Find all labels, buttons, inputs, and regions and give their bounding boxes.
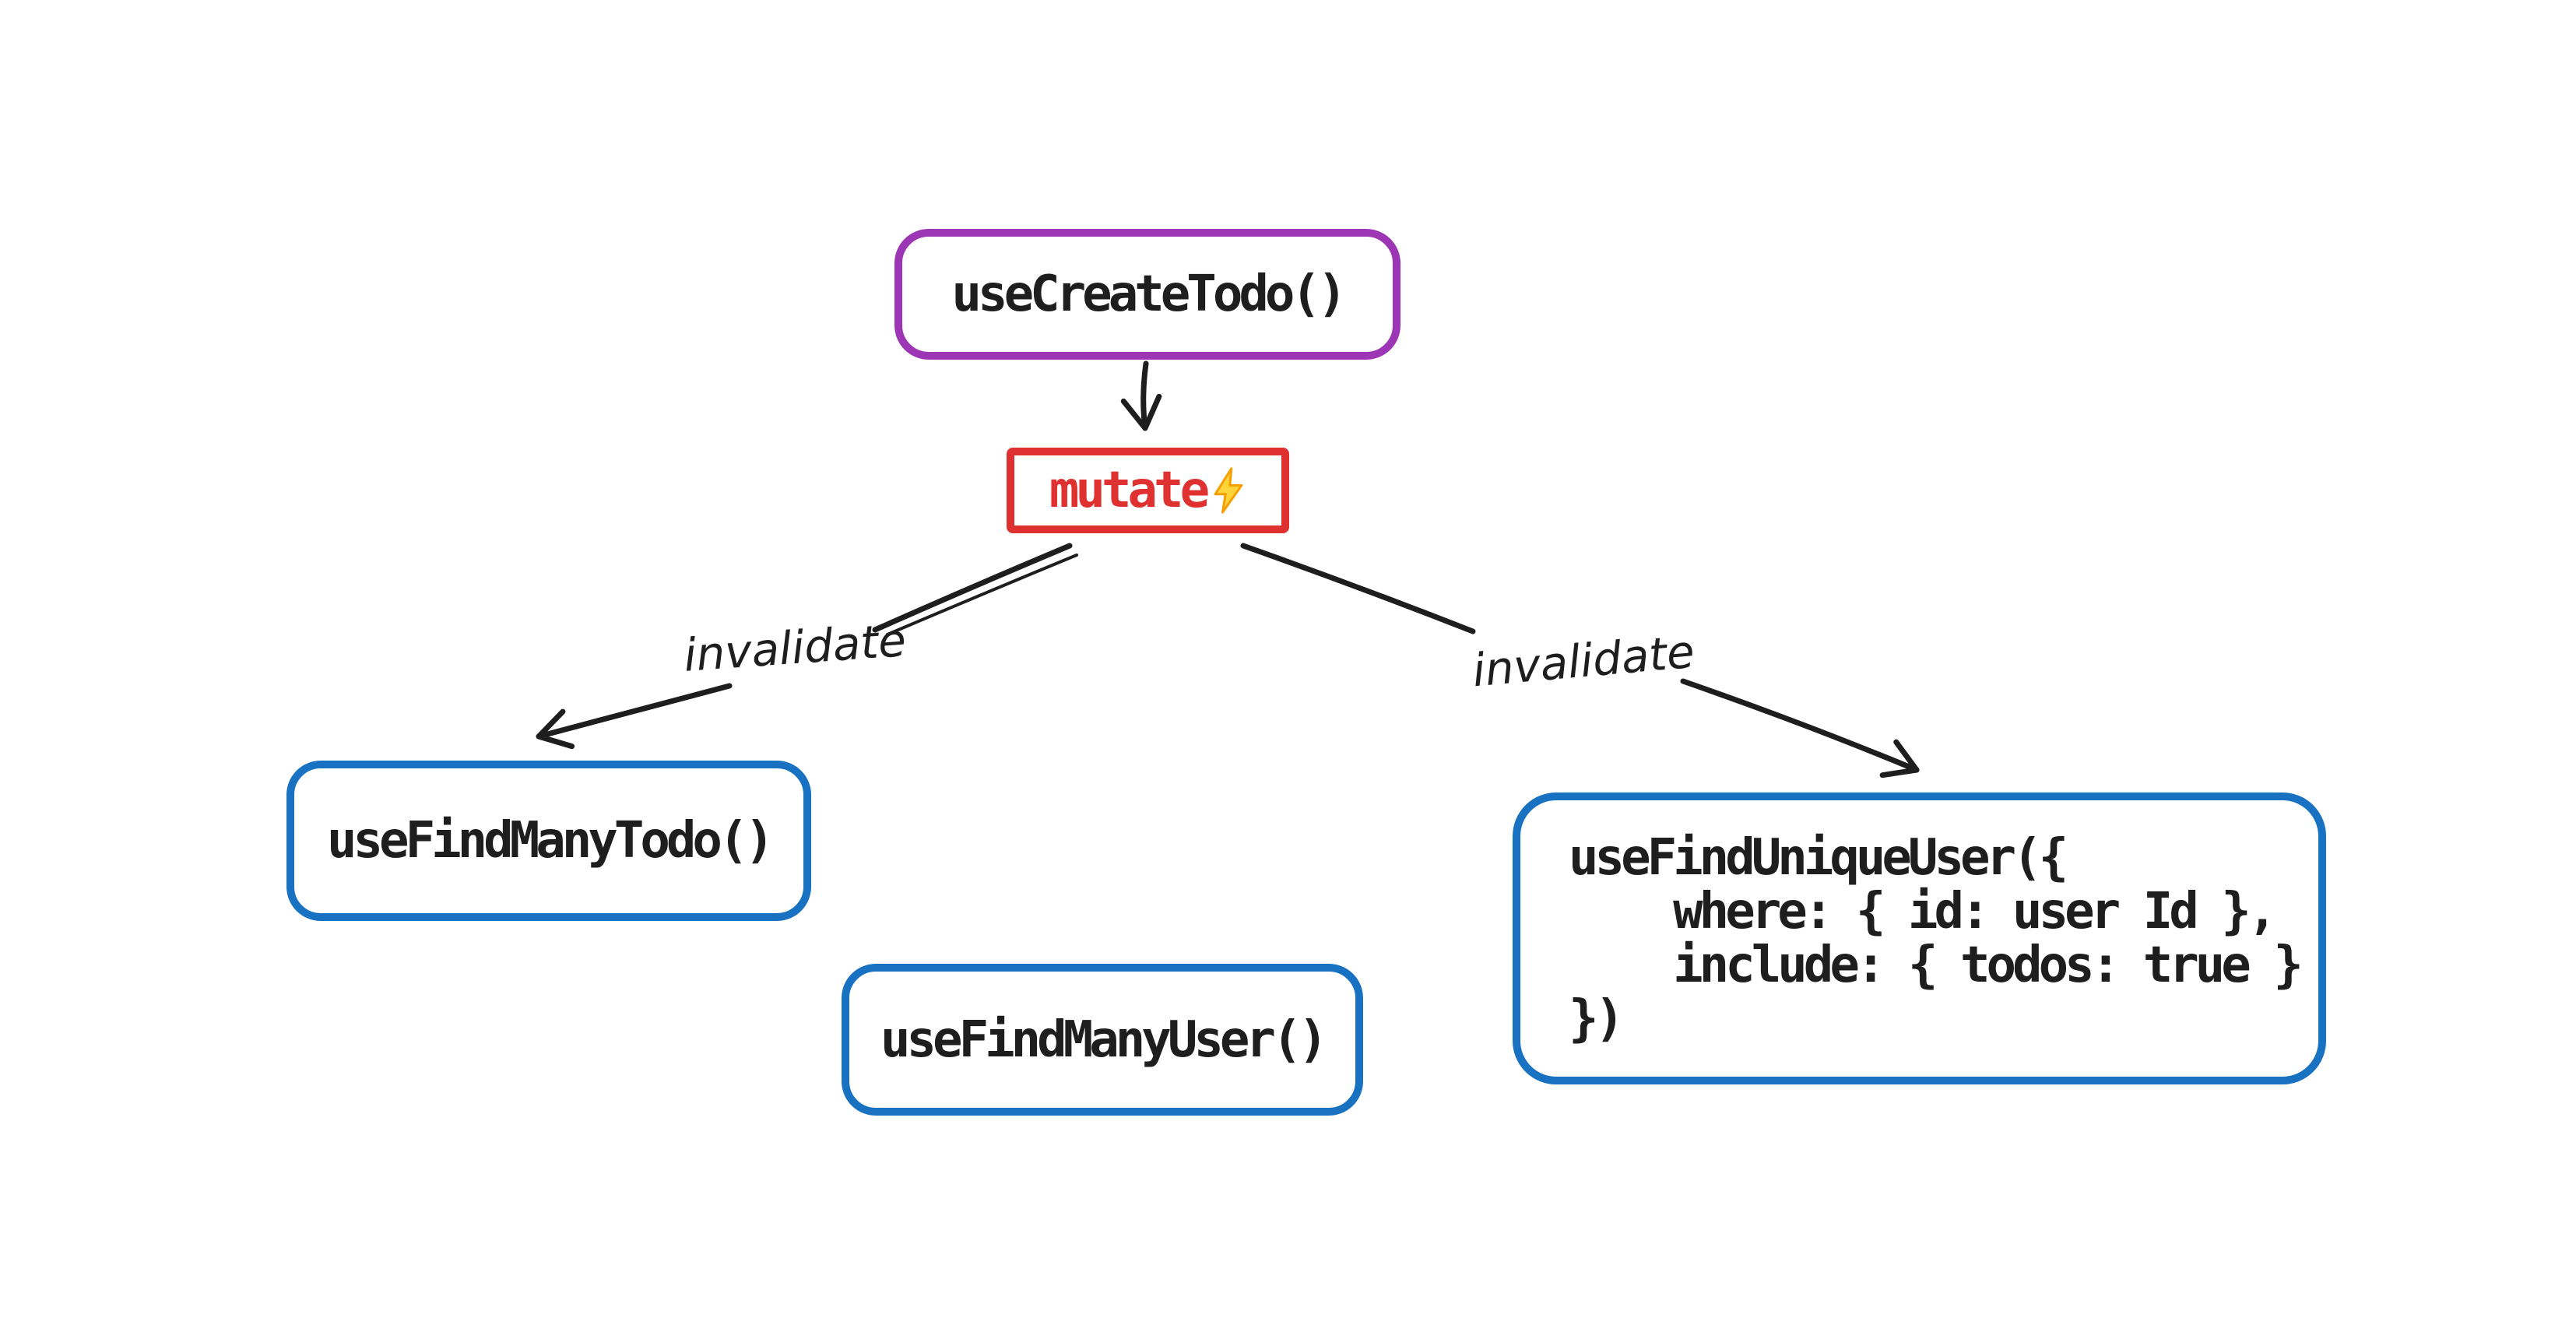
code-line: include: { todos: true } [1569, 936, 2304, 994]
lightning-bolt-icon [1211, 467, 1246, 517]
node-use-find-many-user-label: useFindManyUser() [880, 1010, 1328, 1069]
node-use-find-many-user: useFindManyUser() [842, 964, 1363, 1116]
code-line: useFindUniqueUser({ [1569, 828, 2068, 887]
edge-mutate-to-findmanytodo-overdraw [886, 554, 1078, 636]
node-mutate-label: mutate [1049, 462, 1210, 519]
node-use-find-unique-user-code: useFindUniqueUser({ where: { id: user Id… [1569, 828, 2304, 1048]
edge-mutate-to-finduniqueuser-upper [1240, 543, 1476, 634]
edge-mutate-to-findmanytodo-upper [872, 543, 1073, 633]
edge-mutate-to-finduniqueuser-lower [1680, 678, 1920, 778]
edge-create-to-mutate [1120, 360, 1162, 431]
node-use-create-todo-label: useCreateTodo() [951, 265, 1348, 323]
node-use-find-unique-user: useFindUniqueUser({ where: { id: user Id… [1513, 793, 2326, 1084]
code-line: }) [1569, 989, 1625, 1048]
node-use-find-many-todo-label: useFindManyTodo() [326, 812, 775, 870]
code-line: where: { id: user Id }, [1569, 882, 2277, 940]
node-use-create-todo: useCreateTodo() [894, 229, 1400, 360]
node-mutate: mutate [1007, 448, 1289, 533]
node-use-find-many-todo: useFindManyTodo() [286, 761, 811, 921]
edge-mutate-to-findmanytodo-lower [536, 683, 733, 750]
